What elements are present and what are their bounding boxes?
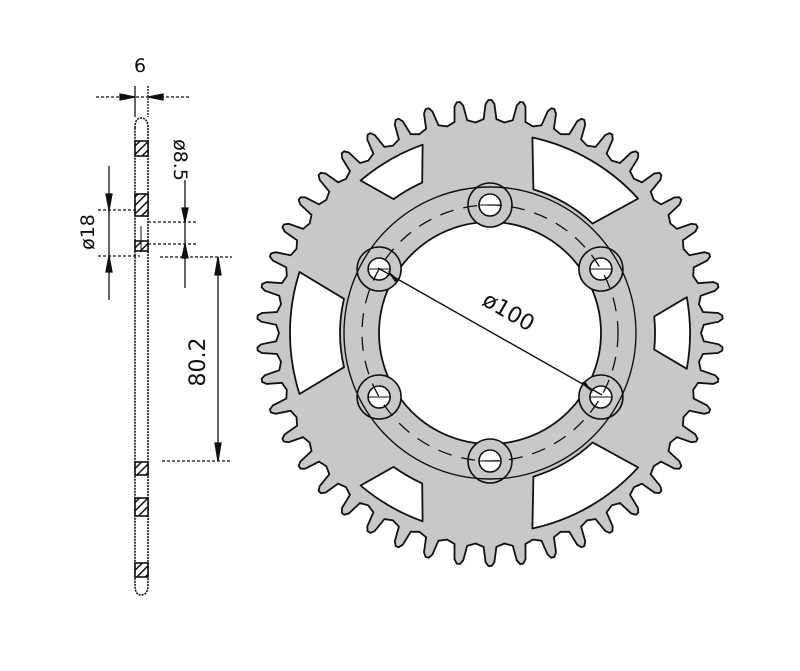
cutout xyxy=(289,271,345,395)
cutout xyxy=(653,296,691,370)
bolt-hole-dimension xyxy=(148,180,198,288)
bolt-hole xyxy=(578,246,624,292)
cutout xyxy=(531,136,639,225)
center-offset-dimension xyxy=(160,256,232,462)
front-view: ø100 xyxy=(256,99,724,567)
thickness-label: 6 xyxy=(134,55,146,77)
side-view: 6 ø18 ø8.5 xyxy=(77,55,232,596)
pitch-circle-centerline xyxy=(343,186,637,480)
thickness-dimension xyxy=(96,86,190,117)
plate-profile xyxy=(134,117,149,596)
bolt-hole xyxy=(578,374,624,420)
cutout xyxy=(359,466,424,523)
bolt-holes xyxy=(356,182,624,484)
bolt-hole-label: ø8.5 xyxy=(169,139,191,181)
hub-diameter-dimension xyxy=(98,166,140,300)
hub-diameter-label: ø18 xyxy=(77,214,99,250)
center-offset-label: 80.2 xyxy=(186,338,211,387)
bolt-hole xyxy=(356,374,402,420)
pcd-dimension xyxy=(377,267,603,396)
cutout xyxy=(531,441,639,530)
lightening-cutouts xyxy=(289,136,691,530)
cutout xyxy=(359,143,424,200)
